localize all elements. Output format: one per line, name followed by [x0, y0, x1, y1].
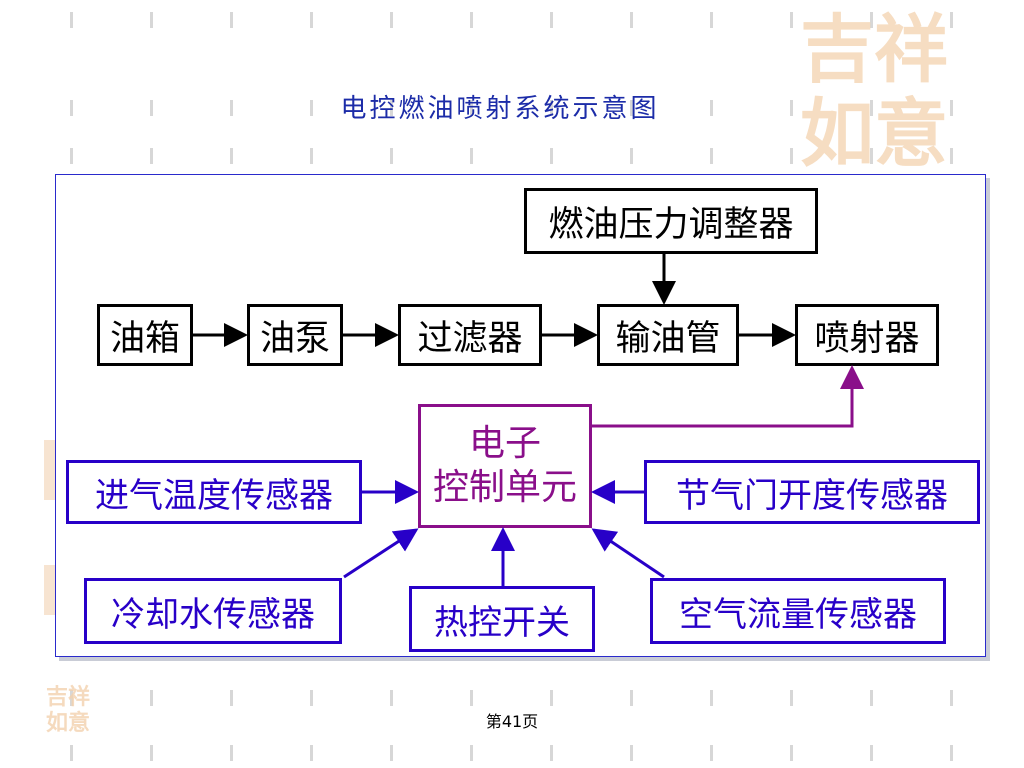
filter-box: 过滤器 [398, 304, 542, 366]
airflow-sensor-box: 空气流量传感器 [650, 578, 946, 644]
background-dash [630, 148, 633, 164]
background-dash [790, 12, 793, 28]
watermark-logo: 吉祥如意 [800, 7, 948, 177]
fuel-pump-box: 油泵 [247, 304, 343, 366]
background-dash [870, 12, 873, 28]
background-dash [310, 12, 313, 28]
background-dash [870, 100, 873, 116]
background-dash [470, 148, 473, 164]
background-dash [710, 745, 713, 761]
background-dash [390, 100, 393, 116]
background-dash [870, 690, 873, 706]
background-dash [790, 100, 793, 116]
ecu-label-line2: 控制单元 [432, 467, 577, 508]
intake-temp-sensor-box: 进气温度传感器 [66, 460, 362, 524]
fuel-line-box: 输油管 [597, 304, 739, 366]
background-dash [70, 690, 73, 706]
watermark-logo-small: 吉祥如意 [46, 684, 91, 736]
background-dash [230, 12, 233, 28]
background-dash [550, 12, 553, 28]
background-dash [310, 690, 313, 706]
background-dash [390, 690, 393, 706]
fuel-pressure-regulator-box: 燃油压力调整器 [524, 188, 818, 254]
arrow-ecu-to-injector [592, 365, 864, 428]
background-dash [630, 100, 633, 116]
background-dash [950, 148, 953, 164]
background-dash [710, 690, 713, 706]
background-dash [790, 148, 793, 164]
background-dash [390, 745, 393, 761]
background-dash [870, 745, 873, 761]
injector-box: 喷射器 [795, 304, 939, 366]
background-dash [950, 690, 953, 706]
arrow-coolant-to-ecu [343, 528, 419, 579]
watermark-fragment-left-2 [44, 565, 58, 615]
background-dash [550, 100, 553, 116]
background-dash [630, 690, 633, 706]
background-dash [470, 690, 473, 706]
background-dash [790, 690, 793, 706]
fuel-tank-box: 油箱 [97, 304, 193, 366]
background-dash [310, 100, 313, 116]
background-dash [310, 745, 313, 761]
background-dash [310, 148, 313, 164]
background-dash [70, 100, 73, 116]
background-dash [230, 745, 233, 761]
background-dash [150, 745, 153, 761]
diagram-panel [55, 174, 986, 657]
throttle-sensor-box: 节气门开度传感器 [644, 460, 980, 524]
background-dash [150, 12, 153, 28]
background-dash [70, 148, 73, 164]
background-dash [230, 690, 233, 706]
background-dash [950, 100, 953, 116]
background-dash [70, 745, 73, 761]
background-dash [950, 745, 953, 761]
background-dash [710, 148, 713, 164]
background-dash [790, 745, 793, 761]
background-dash [950, 12, 953, 28]
background-dash [630, 12, 633, 28]
background-dash [230, 148, 233, 164]
background-dash [710, 100, 713, 116]
background-dash [150, 690, 153, 706]
watermark-fragment-left [44, 440, 58, 500]
watermark-stamp-small: 吉祥如意 [46, 684, 102, 740]
background-dash [70, 12, 73, 28]
arrow-airflow-to-ecu [591, 528, 665, 579]
background-dash [150, 100, 153, 116]
watermark-stamp-large: 吉祥如意 [800, 8, 1015, 198]
ecu-label-line1: 电子 [468, 423, 541, 464]
thermo-switch-box: 热控开关 [409, 586, 595, 652]
slide-title: 电控燃油喷射系统示意图 [340, 94, 660, 124]
background-dash [870, 148, 873, 164]
background-dash [150, 148, 153, 164]
background-dash [470, 100, 473, 116]
background-dash [390, 12, 393, 28]
background-dash [550, 690, 553, 706]
background-dash [230, 100, 233, 116]
background-dash [710, 12, 713, 28]
background-dash [550, 148, 553, 164]
background-dash [630, 745, 633, 761]
page-number: 第41页 [485, 712, 539, 731]
background-dash [470, 745, 473, 761]
background-dash [390, 148, 393, 164]
background-dash [470, 12, 473, 28]
background-dash [550, 745, 553, 761]
ecu-box: 电子 控制单元 [418, 404, 592, 528]
coolant-sensor-box: 冷却水传感器 [84, 578, 342, 644]
